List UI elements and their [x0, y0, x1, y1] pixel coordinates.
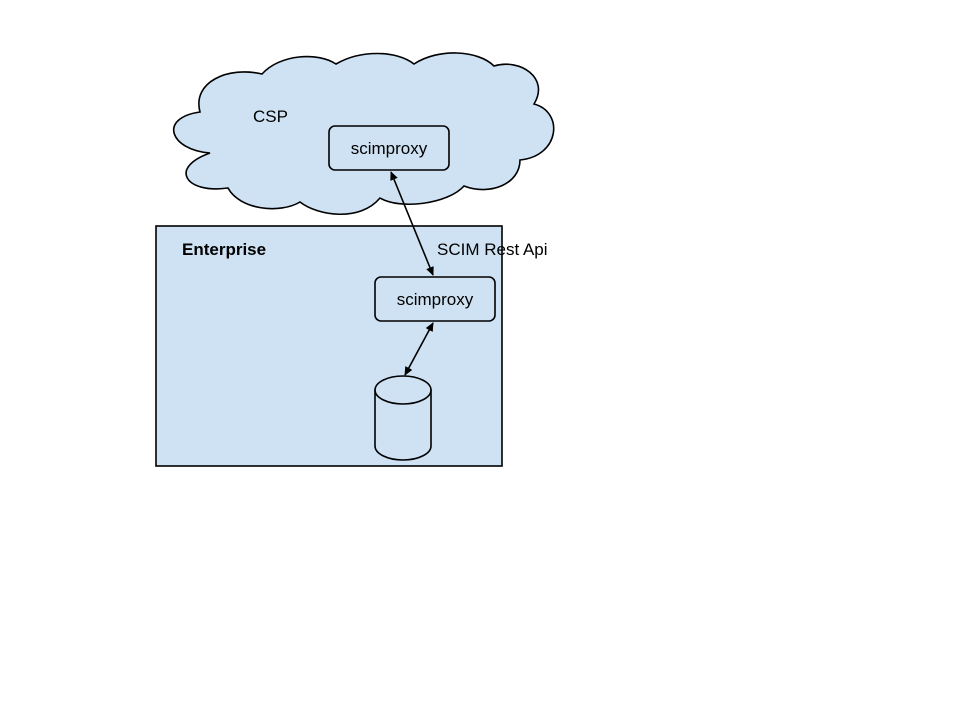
db-connector — [404, 322, 434, 376]
enterprise-scimproxy-node[interactable]: scimproxy — [374, 276, 496, 322]
enterprise-scimproxy-label: scimproxy — [397, 290, 474, 309]
cloud-scimproxy-node[interactable]: scimproxy — [328, 125, 450, 171]
cloud-scimproxy-label: scimproxy — [351, 139, 428, 158]
database-cylinder-icon — [374, 375, 432, 461]
enterprise-zone: Enterprise scimproxy — [155, 225, 503, 467]
enterprise-box — [155, 225, 503, 467]
enterprise-label: Enterprise — [182, 240, 266, 259]
enterprise-scimproxy-box[interactable] — [374, 276, 496, 322]
database-top — [374, 375, 432, 405]
scim-api-connector — [390, 171, 434, 276]
cloud-scimproxy-box[interactable] — [328, 125, 450, 171]
csp-label: CSP — [253, 107, 288, 126]
csp-cloud: CSP scimproxy — [172, 52, 555, 216]
scim-api-label: SCIM Rest Api — [437, 240, 548, 259]
database-body — [374, 389, 432, 461]
